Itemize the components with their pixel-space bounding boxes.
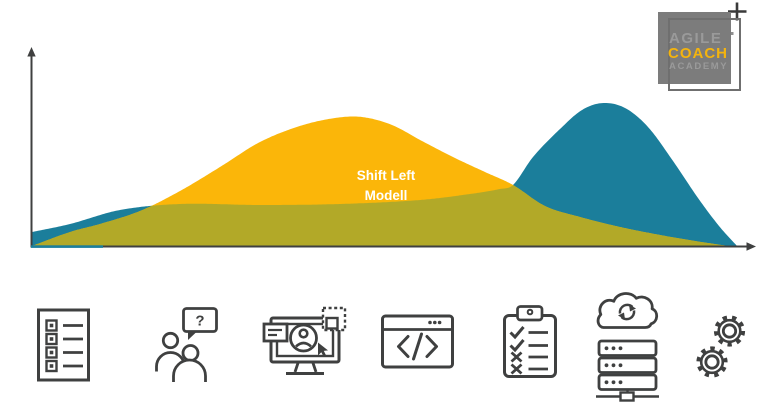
label-line-1: Shift Left — [356, 168, 416, 183]
team-discussion-question-icon: ? — [155, 307, 218, 382]
trademark-dot — [730, 32, 734, 35]
window-dot — [428, 320, 432, 325]
server-rack — [597, 356, 658, 374]
question-mark: ? — [195, 313, 204, 330]
logo-outline-square — [668, 18, 741, 91]
code-slash — [412, 332, 423, 361]
network-node — [619, 391, 635, 402]
server-leds — [604, 346, 623, 385]
monitor-stand — [293, 362, 318, 373]
checkmark — [509, 326, 525, 340]
person-head-icon — [161, 331, 180, 350]
gears-operations-icon — [696, 315, 746, 378]
logo-word-agile: AGILE — [669, 30, 723, 47]
distribution-curves — [32, 103, 737, 248]
server-rack — [597, 339, 658, 357]
teal-baseline-strip — [31, 245, 103, 248]
logo-square — [658, 12, 731, 84]
sync-arrowhead — [618, 312, 625, 320]
design-review-monitor-icon — [262, 306, 347, 375]
person-head-icon — [181, 344, 200, 362]
speech-bubble-tail — [188, 331, 198, 340]
sync-arrowhead — [629, 304, 636, 312]
code-bracket-left — [397, 335, 410, 358]
cross-mark — [510, 363, 523, 375]
cloud-server-deployment-icon — [596, 292, 659, 402]
note-card-icon — [262, 322, 289, 343]
speech-bubble-icon — [182, 307, 218, 333]
person-shoulders-icon — [172, 358, 207, 382]
window-dot — [437, 320, 442, 325]
requirements-checklist-icon — [37, 308, 90, 382]
cursor-icon — [318, 342, 328, 357]
axes — [27, 47, 756, 251]
shift-left-model-label: Shift Left Modell — [325, 166, 447, 205]
code-window-icon — [381, 314, 454, 369]
test-checklist-icon — [503, 305, 557, 378]
y-axis-arrow-icon — [27, 47, 36, 57]
logo-word-academy: ACADEMY — [669, 61, 729, 72]
x-axis-arrow-icon — [746, 242, 756, 251]
code-bracket-right — [425, 335, 438, 358]
cloud-icon — [596, 292, 659, 329]
cross-mark — [510, 351, 523, 363]
checkmark — [509, 339, 525, 353]
gear-icon — [696, 346, 728, 378]
window-dot — [433, 320, 437, 325]
curves-overlap-area — [32, 185, 737, 248]
logo-word-coach: COACH — [668, 45, 728, 62]
label-line-2: Modell — [364, 187, 408, 203]
logo-graphics — [728, 2, 747, 35]
gear-icon — [713, 315, 746, 347]
